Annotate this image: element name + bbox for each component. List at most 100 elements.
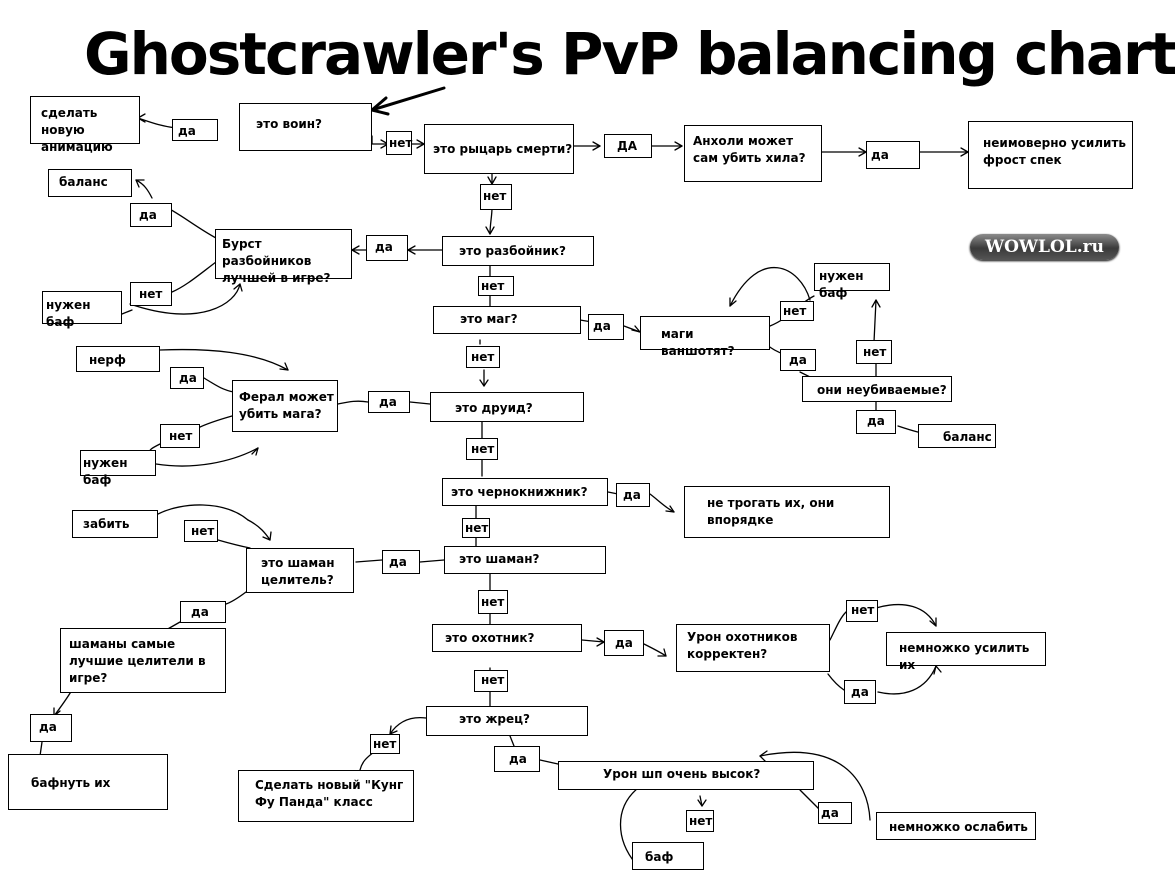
node-yes-unholy: да bbox=[866, 141, 920, 169]
node-is-rogue: это разбойник? bbox=[442, 236, 594, 266]
node-best-healers: шаманы самые лучшие целители в игре? bbox=[60, 628, 226, 693]
node-yes-unkillable: да bbox=[856, 410, 896, 434]
node-no-feral: нет bbox=[160, 424, 200, 448]
node-nerf: нерф bbox=[76, 346, 160, 372]
node-is-mage: это маг? bbox=[433, 306, 581, 334]
node-is-mage-label: это маг? bbox=[460, 312, 518, 326]
node-hunter-damage: Урон охотников корректен? bbox=[676, 624, 830, 672]
node-is-druid: это друид? bbox=[430, 392, 584, 422]
node-yes-feral-label: да bbox=[179, 371, 197, 385]
node-yes-hunter-label: да bbox=[615, 636, 633, 650]
node-yes-rogue-burst: да bbox=[130, 203, 172, 227]
node-no-rogue: нет bbox=[478, 276, 514, 296]
node-yes-sp-label: да bbox=[821, 806, 839, 820]
node-no-feral-label: нет bbox=[169, 429, 193, 443]
node-balance-right-label: баланс bbox=[943, 430, 992, 444]
node-sp-damage: Урон шп очень высок? bbox=[558, 761, 814, 790]
node-is-warrior-label: это воин? bbox=[256, 117, 322, 131]
node-no-unkillable: нет bbox=[856, 340, 892, 364]
node-buff-them-label: бафнуть их bbox=[31, 776, 111, 790]
node-need-buff-left-label: нужен баф bbox=[46, 298, 91, 329]
node-yes-oneshot: да bbox=[780, 349, 816, 371]
node-unholy-label: Анхоли может сам убить хила? bbox=[693, 134, 806, 165]
node-no-sp-label: нет bbox=[689, 814, 713, 828]
node-yes-shaman-label: да bbox=[389, 555, 407, 569]
node-no-sp: нет bbox=[686, 810, 714, 832]
node-warlock-ok: не трогать их, они впорядке bbox=[684, 486, 890, 538]
node-unkillable: они неубиваемые? bbox=[802, 376, 952, 402]
node-kung-fu-label: Сделать новый "Кунг Фу Панда" класс bbox=[255, 778, 404, 809]
node-no-hunter-dmg: нет bbox=[846, 600, 878, 622]
node-rogue-burst: Бурст разбойников лучшей в игре? bbox=[215, 229, 352, 285]
node-forget: забить bbox=[72, 510, 158, 538]
node-rogue-burst-label: Бурст разбойников лучшей в игре? bbox=[222, 237, 331, 285]
node-need-buff-right: нужен баф bbox=[814, 263, 890, 300]
node-yes-priest-label: да bbox=[509, 752, 527, 766]
node-no-resto-label: нет bbox=[191, 524, 215, 538]
node-new-animation: сделать новую анимацию bbox=[30, 96, 140, 154]
node-yes-warlock-label: да bbox=[623, 488, 641, 502]
node-no-priest: нет bbox=[370, 734, 400, 754]
node-sp-damage-label: Урон шп очень высок? bbox=[603, 767, 761, 781]
node-is-priest: это жрец? bbox=[426, 706, 588, 736]
node-warlock-ok-label: не трогать их, они впорядке bbox=[707, 496, 835, 527]
node-buff-frost-label: неимоверно усилить фрост спек bbox=[983, 136, 1127, 167]
node-no-priest-label: нет bbox=[373, 737, 397, 751]
node-balance-right: баланс bbox=[918, 424, 996, 448]
node-unholy: Анхоли может сам убить хила? bbox=[684, 125, 822, 182]
node-is-rogue-label: это разбойник? bbox=[459, 244, 566, 258]
node-need-buff-right-label: нужен баф bbox=[819, 269, 864, 300]
node-is-priest-label: это жрец? bbox=[459, 712, 531, 726]
node-no-rogue-burst-label: нет bbox=[139, 287, 163, 301]
node-new-animation-label: сделать новую анимацию bbox=[41, 106, 113, 154]
node-no-warlock-label: нет bbox=[465, 521, 489, 535]
node-yes-druid: да bbox=[368, 391, 410, 413]
node-is-dk-label: это рыцарь смерти? bbox=[433, 142, 573, 156]
node-nerf-slightly-label: немножко ослабить bbox=[889, 820, 1028, 834]
node-is-hunter-label: это охотник? bbox=[445, 631, 535, 645]
node-feral: Ферал может убить мага? bbox=[232, 380, 338, 432]
node-mages-oneshot-label: маги ваншотят? bbox=[661, 327, 735, 358]
node-yes-hunter: да bbox=[604, 630, 644, 656]
node-is-warlock-label: это чернокнижник? bbox=[451, 485, 588, 499]
node-yes-warrior-label: да bbox=[178, 124, 196, 138]
node-feral-label: Ферал может убить мага? bbox=[239, 390, 334, 421]
node-is-shaman-label: это шаман? bbox=[459, 552, 540, 566]
node-yes-resto-label: да bbox=[191, 605, 209, 619]
node-yes-priest: да bbox=[494, 746, 540, 772]
node-balance-top: баланс bbox=[48, 169, 132, 197]
node-yes-rogue-burst-label: да bbox=[139, 208, 157, 222]
node-nerf-slightly: немножко ослабить bbox=[876, 812, 1036, 840]
node-no-druid: нет bbox=[466, 438, 498, 460]
node-resto-shaman: это шаман целитель? bbox=[246, 548, 354, 593]
node-yes-unkillable-label: да bbox=[867, 414, 885, 428]
node-yes-shaman: да bbox=[382, 550, 420, 574]
node-no-warlock: нет bbox=[462, 518, 490, 538]
node-yes-unholy-label: да bbox=[871, 148, 889, 162]
node-no-hunter-dmg-label: нет bbox=[851, 603, 875, 617]
node-is-warlock: это чернокнижник? bbox=[442, 478, 608, 506]
node-yes-best: да bbox=[30, 714, 72, 742]
node-forget-label: забить bbox=[83, 517, 130, 531]
node-no-oneshot-label: нет bbox=[783, 304, 807, 318]
node-yes-druid-label: да bbox=[379, 395, 397, 409]
node-buff-label: баф bbox=[645, 850, 674, 864]
node-buff: баф bbox=[632, 842, 704, 870]
node-mages-oneshot: маги ваншотят? bbox=[640, 316, 770, 358]
node-best-healers-label: шаманы самые лучшие целители в игре? bbox=[69, 637, 206, 685]
node-yes-warlock: да bbox=[616, 483, 650, 507]
node-nerf-label: нерф bbox=[89, 353, 126, 367]
node-unkillable-label: они неубиваемые? bbox=[817, 383, 947, 397]
node-yes-warrior: да bbox=[172, 119, 218, 141]
node-kung-fu: Сделать новый "Кунг Фу Панда" класс bbox=[238, 770, 414, 822]
node-no-dk-label: нет bbox=[483, 189, 507, 203]
node-is-warrior: это воин? bbox=[239, 103, 372, 151]
node-need-buff-left: нужен баф bbox=[42, 291, 122, 329]
node-no-resto: нет bbox=[184, 520, 218, 542]
node-yes-best-label: да bbox=[39, 720, 57, 734]
node-no-druid-label: нет bbox=[471, 442, 495, 456]
node-no-rogue-burst: нет bbox=[130, 282, 172, 306]
node-no-oneshot: нет bbox=[780, 301, 814, 321]
node-yes-feral: да bbox=[170, 367, 204, 389]
node-yes-rogue: да bbox=[366, 235, 408, 261]
